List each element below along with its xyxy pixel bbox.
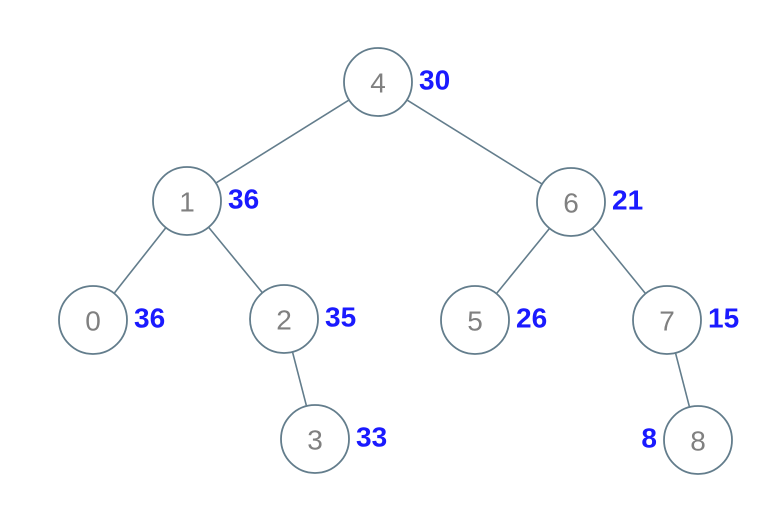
- tree-node-id: 8: [690, 426, 706, 457]
- tree-node-value: 36: [134, 303, 165, 334]
- tree-node-circle: [343, 47, 413, 117]
- tree-edge-6-7: [591, 227, 647, 295]
- tree-node-id: 6: [563, 188, 579, 219]
- tree-edge-1-0: [113, 227, 167, 294]
- tree-node-id: 1: [179, 187, 195, 218]
- tree-node-value: 15: [708, 303, 739, 334]
- tree-edge-7-8: [674, 352, 691, 408]
- tree-edge-2-3: [291, 351, 308, 407]
- tree-edge-4-1: [215, 99, 350, 184]
- tree-node-value: 30: [419, 65, 450, 96]
- tree-node-8: 88: [641, 405, 733, 475]
- tree-node-4: 4 30: [343, 47, 450, 117]
- tree-node-1: 1 36: [152, 166, 259, 236]
- tree-node-circle: [58, 285, 128, 355]
- tree-node-6: 6 21: [536, 167, 643, 237]
- tree-node-id: 4: [370, 68, 386, 99]
- tree-node-circle: [280, 404, 350, 474]
- tree-edge-1-2: [207, 226, 264, 294]
- tree-node-value: 8: [641, 423, 657, 454]
- tree-node-5: 5 26: [440, 285, 547, 355]
- tree-node-value: 33: [356, 422, 387, 453]
- tree-node-id: 7: [659, 306, 675, 337]
- tree-node-id: 0: [85, 306, 101, 337]
- tree-node-circle: [663, 405, 733, 475]
- tree-node-value: 36: [228, 184, 259, 215]
- tree-node-value: 21: [612, 185, 643, 216]
- tree-node-id: 5: [467, 306, 483, 337]
- tree-node-7: 7 15: [632, 285, 739, 355]
- tree-edge-4-6: [406, 99, 543, 185]
- tree-edge-6-5: [495, 227, 551, 295]
- tree-node-circle: [440, 285, 510, 355]
- tree-node-id: 2: [276, 305, 292, 336]
- tree-node-circle: [249, 284, 319, 354]
- tree-node-value: 35: [325, 302, 356, 333]
- tree-node-0: 0 36: [58, 285, 165, 355]
- tree-node-circle: [152, 166, 222, 236]
- tree-node-2: 2 35: [249, 284, 356, 354]
- tree-node-value: 26: [516, 303, 547, 334]
- tree-node-circle: [632, 285, 702, 355]
- tree-node-id: 3: [307, 425, 323, 456]
- tree-node-circle: [536, 167, 606, 237]
